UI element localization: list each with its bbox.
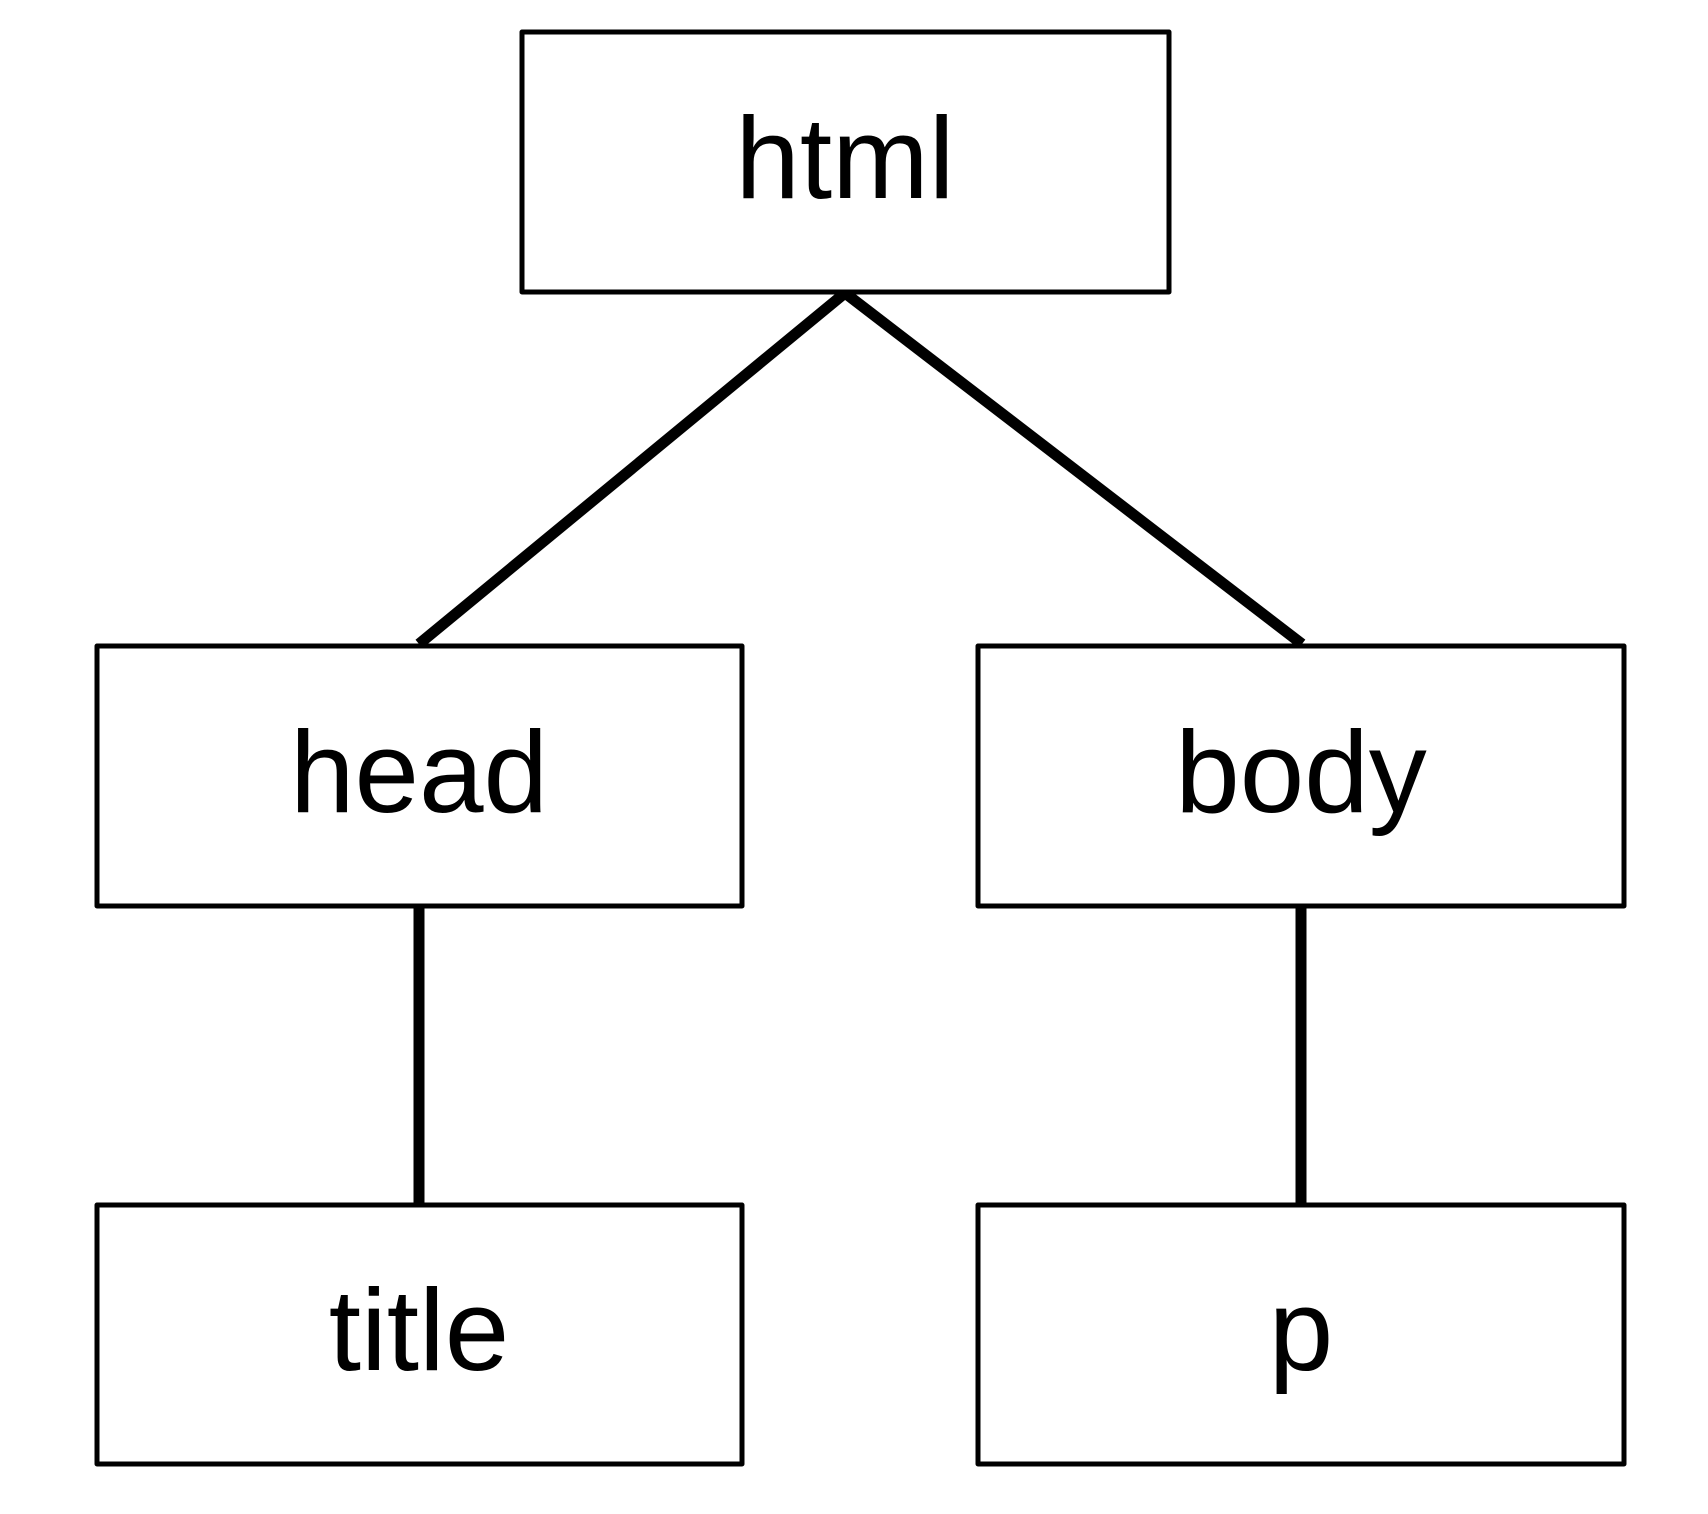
- node-title: title: [94, 1202, 745, 1467]
- node-p: p: [975, 1202, 1627, 1467]
- node-html: html: [519, 29, 1172, 295]
- node-html-box: [519, 29, 1172, 295]
- node-head-label: head: [290, 707, 548, 837]
- node-head-box: [94, 643, 745, 909]
- node-body-label: body: [1175, 707, 1427, 837]
- node-title-box: [94, 1202, 745, 1467]
- node-p-box: [975, 1202, 1627, 1467]
- node-body: body: [975, 643, 1627, 909]
- node-body-box: [975, 643, 1627, 909]
- edge-html-head: [415, 288, 849, 649]
- node-p-label: p: [1269, 1265, 1334, 1395]
- node-title-label: title: [329, 1265, 510, 1395]
- node-html-label: html: [735, 93, 954, 223]
- edge-html-body: [841, 288, 1306, 649]
- node-head: head: [94, 643, 745, 909]
